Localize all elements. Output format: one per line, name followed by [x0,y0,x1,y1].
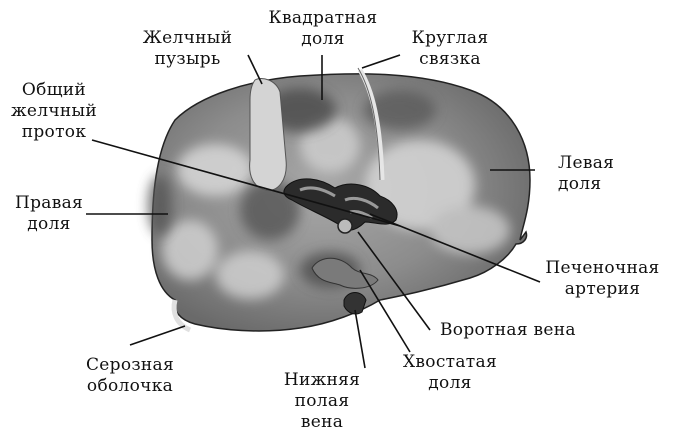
label-inferior-vena-cava-line1: Нижняя [283,370,361,390]
round-ligament-shape [357,68,385,181]
label-round-ligament-line2: связка [419,49,481,69]
label-common-bile-duct-line2: желчный [10,101,98,121]
label-caudate-lobe-line2: доля [428,373,472,393]
label-round-ligament: Круглая связка [395,28,505,70]
label-serous-membrane: Серозная оболочка [70,355,190,397]
label-right-lobe-line1: Правая [14,193,84,213]
label-serous-membrane-line1: Серозная [85,355,175,375]
label-inferior-vena-cava-line3: вена [300,412,344,432]
leader-lines [86,54,541,369]
label-common-bile-duct-line3: проток [21,122,87,142]
label-round-ligament-line1: Круглая [411,28,489,48]
label-hepatic-artery: Печеночная артерия [535,258,670,300]
label-right-lobe-line2: доля [27,214,71,234]
label-inferior-vena-cava: Нижняя полая вена [272,370,372,433]
label-gallbladder-line1: Желчный [142,28,233,48]
label-quadrate-lobe-line2: доля [301,29,345,49]
serous-membrane-edge [171,299,192,333]
label-inferior-vena-cava-line2: полая [294,391,350,411]
label-portal-vein: Воротная вена [440,320,600,341]
label-left-lobe-line1: Левая [558,153,615,173]
vena-cava-shape [343,292,367,315]
label-right-lobe: Правая доля [4,193,94,235]
label-hepatic-artery-line2: артерия [564,279,641,299]
label-caudate-lobe: Хвостатая доля [390,352,510,394]
label-portal-vein-line1: Воротная вена [440,320,576,340]
label-gallbladder: Желчный пузырь [130,28,245,70]
gallbladder-shape [249,78,287,191]
label-caudate-lobe-line1: Хвостатая [403,352,497,372]
label-left-lobe: Левая доля [558,153,638,195]
label-common-bile-duct: Общий желчный проток [4,80,104,143]
label-serous-membrane-line2: оболочка [86,376,174,396]
label-common-bile-duct-line1: Общий [21,80,87,100]
label-quadrate-lobe: Квадратная доля [248,8,398,50]
label-gallbladder-line2: пузырь [154,49,221,69]
label-hepatic-artery-line1: Печеночная [545,258,660,278]
label-left-lobe-line2: доля [558,174,602,194]
label-quadrate-lobe-line1: Квадратная [268,8,378,28]
